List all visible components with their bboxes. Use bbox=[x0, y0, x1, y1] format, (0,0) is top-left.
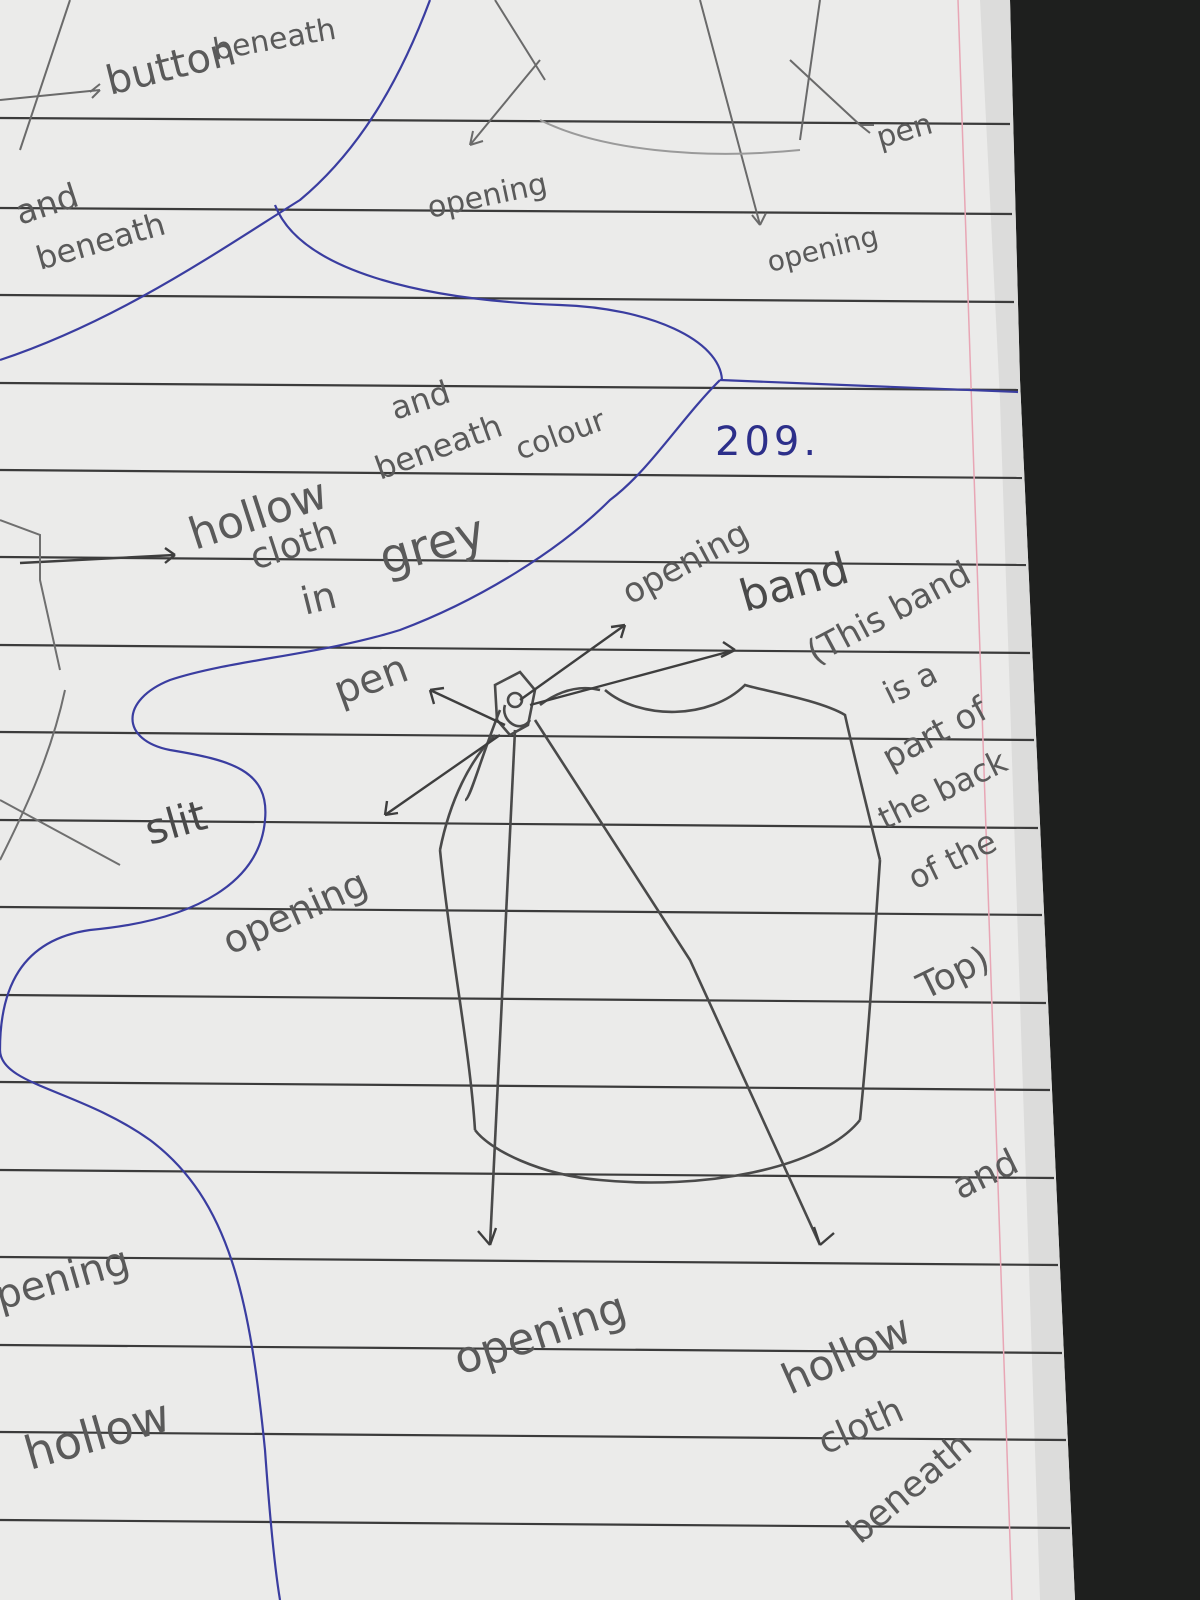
top-arrow-icons bbox=[89, 83, 874, 226]
blue-divider-lines bbox=[0, 0, 1019, 1600]
garment-sketch-icon bbox=[438, 670, 882, 1246]
page-number: 209. bbox=[715, 419, 820, 465]
paper-sheet bbox=[0, 0, 1075, 1600]
paper-shadow bbox=[980, 0, 1075, 1600]
top-pencil-sketch bbox=[0, 0, 861, 226]
arrow-icons bbox=[19, 547, 835, 1246]
ruled-lines bbox=[0, 116, 1071, 1530]
left-pencil-sketch bbox=[0, 519, 121, 866]
margin-line bbox=[957, 0, 1013, 1600]
